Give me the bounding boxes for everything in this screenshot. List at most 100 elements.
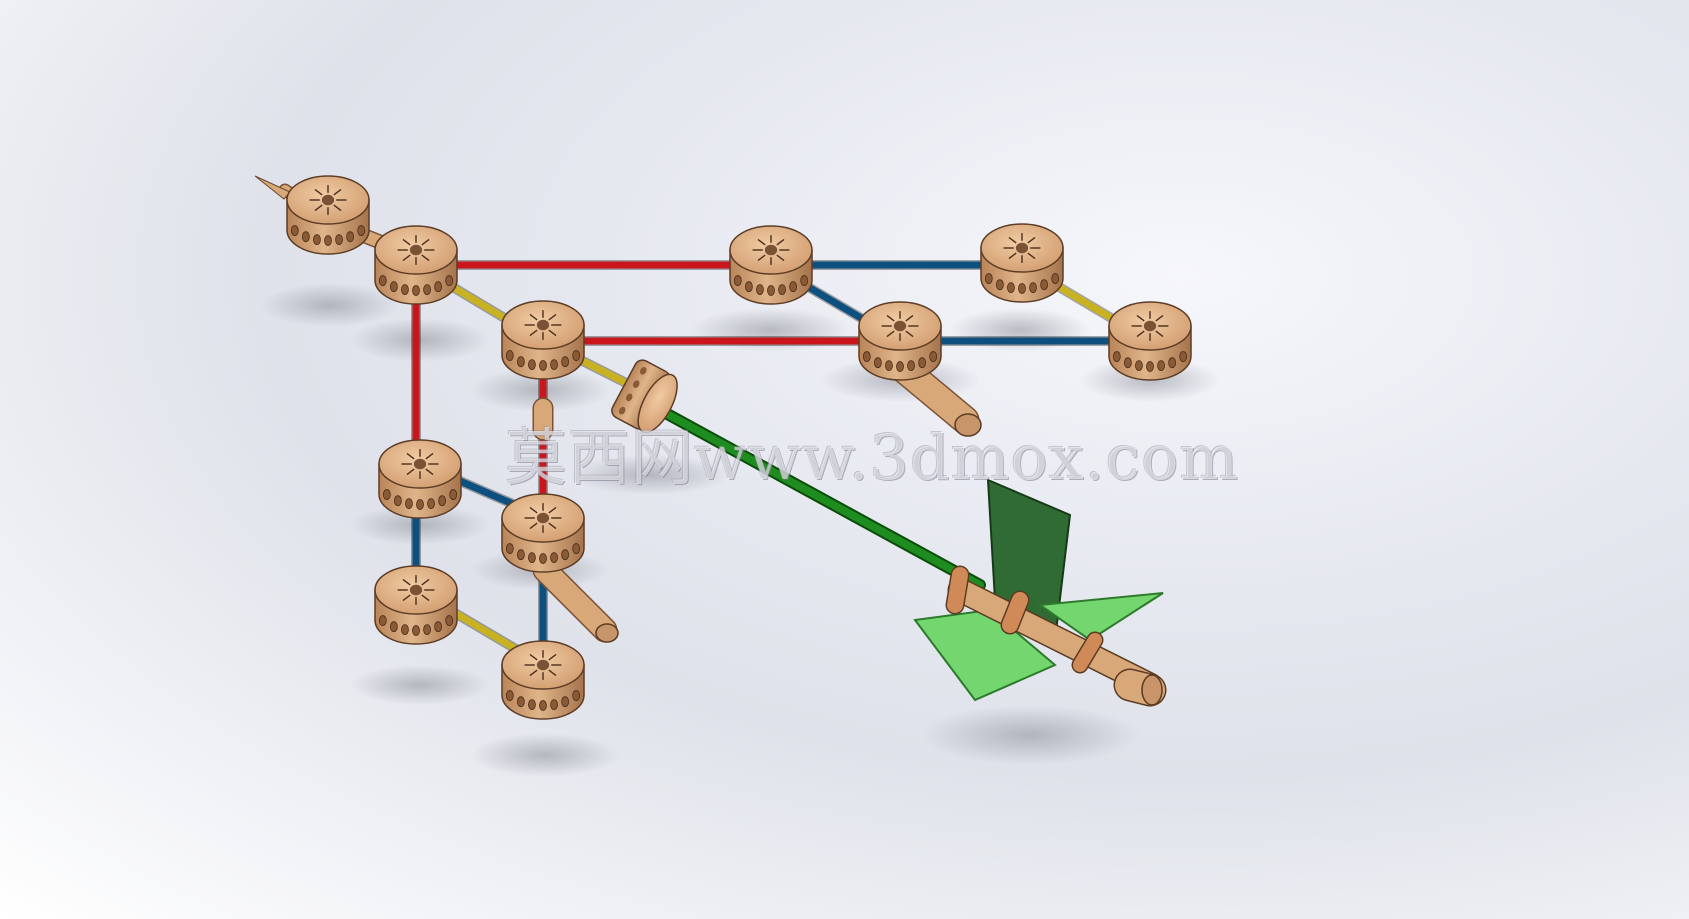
hub-hole [516,549,525,561]
hub-hole [561,549,570,561]
connector-hub [374,565,458,645]
hub-hole [618,406,626,415]
hub-center [409,244,423,256]
hub-hole [984,273,993,284]
axle-collar [1073,633,1102,672]
hub-spoke [314,204,323,212]
hub-spoke [1027,236,1036,244]
hub-hole [561,696,570,708]
hub-hole [505,543,514,554]
hub-hole [756,284,764,296]
hub-spoke [905,314,914,322]
hub-spoke [1136,330,1145,338]
hub-center [1015,242,1029,254]
hub-hole [313,234,321,246]
hub-hole [561,356,570,368]
shadow [570,455,730,495]
hub-hole [1007,282,1015,294]
hub-hole [528,552,536,564]
hub-center [893,320,907,332]
connector-hub [286,175,370,255]
axle-end-face [1141,674,1163,706]
hub-hole [767,285,775,296]
hub-hole [539,360,547,371]
hub-hole [416,499,424,510]
hub-hole [572,690,581,701]
hub-hole [640,367,647,375]
hub-hole [301,231,310,243]
hub-hole [929,351,938,362]
shadow [920,705,1140,765]
hub-hole [862,351,871,362]
hub-hole [625,393,633,402]
shadow [350,665,490,705]
hub-hole [357,225,366,236]
paddle-axle [949,579,1161,696]
hub-spoke [1027,252,1036,260]
hub-spoke [548,522,557,530]
hub-center [321,194,335,206]
hub-spoke [1008,252,1017,260]
hub-spoke [1136,314,1145,322]
shadow [350,318,490,362]
ground-shadows [260,283,1220,777]
hub-spoke [548,669,557,677]
hub-spoke [402,254,411,262]
hub-spoke [402,238,411,246]
shadow [350,505,490,545]
hub-hole [885,360,893,372]
hub-hole [401,624,409,636]
hub-hole [445,275,454,286]
axle-collar [1002,592,1028,633]
hub-spoke [1008,236,1017,244]
hub-hole [389,281,398,293]
hub-hole [539,553,547,564]
connector-hub [980,223,1064,303]
hub-spoke [421,238,430,246]
hub-hole [405,498,413,510]
hub-center [1143,320,1157,332]
hub-spoke [776,238,785,246]
hub-hole [393,495,402,507]
paddle-blade-lower [913,608,1057,702]
hub-hole [378,615,387,626]
connector-hub [378,439,462,519]
hub-spoke [1155,314,1164,322]
hub-hole [412,625,420,636]
hub-hole [528,699,536,711]
hub-hole [335,234,343,246]
green-shaft [656,406,984,589]
hub-hole [1018,283,1026,294]
hub-hole [539,700,547,711]
hub-hole [438,495,447,507]
hub-spoke [421,254,430,262]
paddle-blade-right [1037,592,1164,642]
hub-hole [995,279,1004,291]
hub-spoke [425,468,434,476]
hub-hole [382,489,391,500]
hub-hole [378,275,387,286]
hub-hole [1135,360,1143,372]
hub-hole [632,380,640,388]
hub-spoke [776,254,785,262]
axle-collar [947,567,968,613]
hub-center [536,512,550,524]
stub-peg-end [954,413,982,437]
hub-spoke [406,468,415,476]
hub-hole [449,489,458,500]
hub-spoke [529,313,538,321]
shadow [470,733,620,777]
hub-hole [412,285,420,296]
connector-hub [1108,301,1192,381]
connector-hub [501,640,585,720]
hub-spoke [886,314,895,322]
hub-spoke [406,452,415,460]
shaft-hub [611,359,678,434]
hub-hole [572,350,581,361]
hub-hole [550,552,558,564]
hub-spoke [402,578,411,586]
hub-hole [528,359,536,371]
hub-spoke [548,313,557,321]
